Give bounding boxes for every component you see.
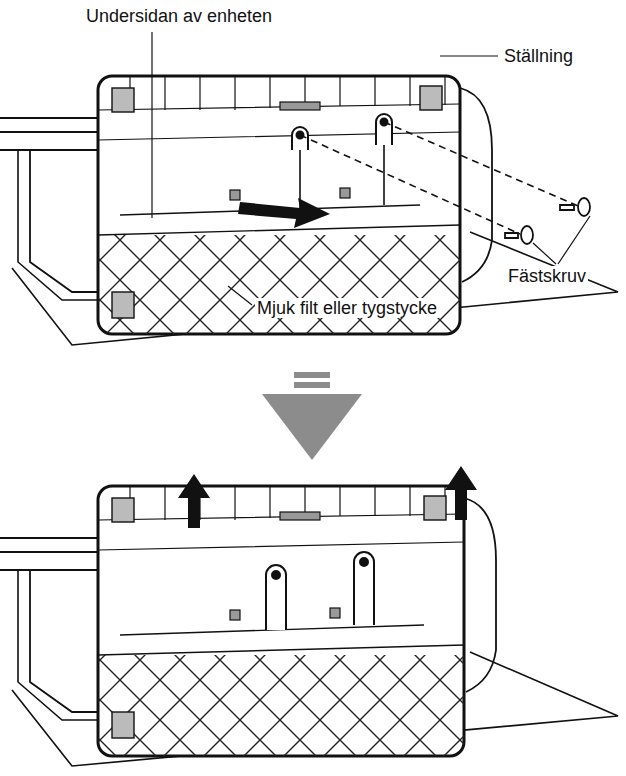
part-label: Fästskruv	[506, 266, 588, 286]
part-label: Undersidan av enheten	[84, 6, 274, 26]
step-arrow	[262, 372, 362, 460]
part-label: Mjuk filt eller tygstycke	[255, 298, 439, 318]
bottom-scene	[0, 466, 618, 766]
top-scene	[0, 32, 618, 345]
part-label: Ställning	[502, 46, 575, 66]
